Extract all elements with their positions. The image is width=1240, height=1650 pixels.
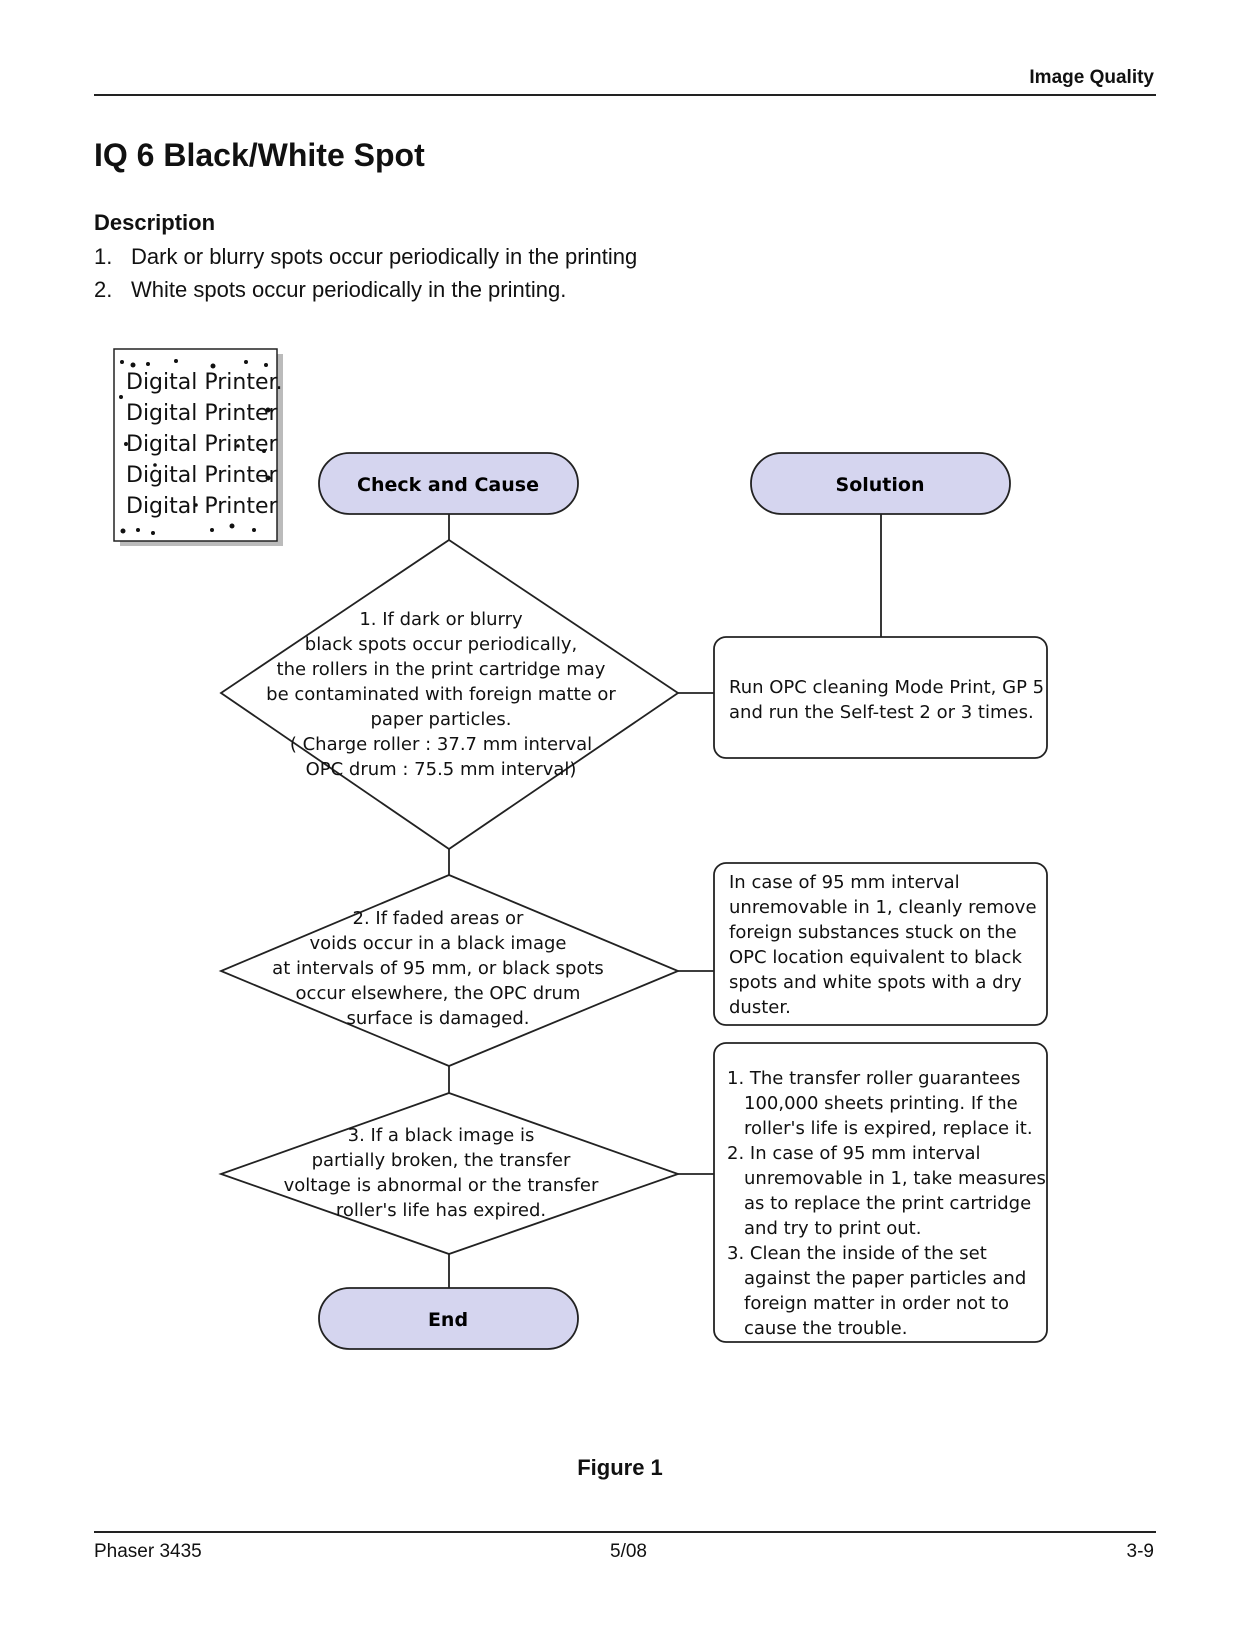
footer-date: 5/08: [610, 1541, 647, 1562]
solution-line: 1. The transfer roller guarantees: [727, 1068, 1020, 1089]
solution-line: 3. Clean the inside of the set: [727, 1243, 987, 1264]
footer-page-number: 3-9: [1126, 1541, 1154, 1562]
solution-line: spots and white spots with a dry: [729, 972, 1022, 993]
solution-box-1: Run OPC cleaning Mode Print, GP 5 and ru…: [713, 636, 1048, 759]
decision-line: 1. If dark or blurry: [359, 609, 523, 630]
decision-line: roller's life has expired.: [336, 1200, 546, 1221]
solution-box-3: 1. The transfer roller guarantees 100,00…: [713, 1042, 1048, 1343]
decision-line: surface is damaged.: [346, 1008, 529, 1029]
sample-print-image: Digital Printer. Digital Printer Digital…: [113, 348, 283, 546]
sample-line: Digital Printer: [126, 463, 278, 488]
sample-line: Digital Printer: [126, 494, 278, 519]
solution-line: In case of 95 mm interval: [729, 872, 960, 893]
end-terminal: End: [318, 1287, 579, 1350]
solution-line: against the paper particles and: [744, 1268, 1026, 1289]
header-rule: [94, 94, 1156, 96]
solution-line: and run the Self-test 2 or 3 times.: [729, 702, 1034, 723]
end-label: End: [428, 1309, 468, 1331]
sample-line: Digital Printer.: [126, 370, 283, 395]
decision-line: voids occur in a black image: [310, 933, 567, 954]
decision-line: occur elsewhere, the OPC drum: [296, 983, 581, 1004]
solution-terminal: Solution: [750, 452, 1011, 515]
solution-line: unremovable in 1, cleanly remove: [729, 897, 1037, 918]
page-title: IQ 6 Black/White Spot: [94, 137, 425, 173]
decision-line: ( Charge roller : 37.7 mm interval: [290, 734, 592, 755]
description-heading: Description: [94, 210, 216, 235]
solution-label: Solution: [836, 474, 925, 496]
decision-line: black spots occur periodically,: [305, 634, 577, 655]
solution-line: 2. In case of 95 mm interval: [727, 1143, 981, 1164]
solution-line: roller's life is expired, replace it.: [744, 1118, 1033, 1139]
decision-line: at intervals of 95 mm, or black spots: [272, 958, 604, 979]
solution-line: OPC location equivalent to black: [729, 947, 1022, 968]
decision-1: 1. If dark or blurry black spots occur p…: [219, 538, 680, 851]
decision-line: 3. If a black image is: [348, 1125, 535, 1146]
decision-2: 2. If faded areas or voids occur in a bl…: [218, 874, 681, 1067]
sample-line: Digital Printer: [126, 401, 278, 426]
check-and-cause-terminal: Check and Cause: [318, 452, 579, 515]
description-list: 1.Dark or blurry spots occur periodicall…: [94, 240, 637, 306]
solution-line: as to replace the print cartridge: [744, 1193, 1031, 1214]
footer-product: Phaser 3435: [94, 1541, 202, 1562]
decision-line: paper particles.: [370, 709, 511, 730]
solution-line: cause the trouble.: [744, 1318, 907, 1339]
figure-caption: Figure 1: [577, 1455, 663, 1480]
decision-line: voltage is abnormal or the transfer: [284, 1175, 599, 1196]
solution-line: Run OPC cleaning Mode Print, GP 5: [729, 677, 1044, 698]
decision-3: 3. If a black image is partially broken,…: [218, 1092, 681, 1255]
troubleshooting-flowchart: Digital Printer. Digital Printer Digital…: [113, 348, 1048, 1350]
list-item: 1.Dark or blurry spots occur periodicall…: [94, 244, 638, 269]
check-and-cause-label: Check and Cause: [357, 474, 539, 496]
header-section-title: Image Quality: [1029, 67, 1154, 88]
connector-lines: [448, 514, 882, 1288]
footer-rule: [94, 1531, 1156, 1533]
spot-dots: [119, 359, 271, 535]
solution-line: foreign matter in order not to: [744, 1293, 1009, 1314]
solution-line: and try to print out.: [744, 1218, 921, 1239]
decision-line: the rollers in the print cartridge may: [277, 659, 606, 680]
decision-line: OPC drum : 75.5 mm interval): [306, 759, 577, 780]
decision-line: be contaminated with foreign matte or: [266, 684, 616, 705]
sample-line: Digital Printer: [126, 432, 278, 457]
solution-line: foreign substances stuck on the: [729, 922, 1017, 943]
solution-line: unremovable in 1, take measures: [744, 1168, 1046, 1189]
solution-box-2: In case of 95 mm interval unremovable in…: [713, 862, 1048, 1026]
solution-line: duster.: [729, 997, 791, 1018]
decision-line: partially broken, the transfer: [312, 1150, 571, 1171]
list-item: 2.White spots occur periodically in the …: [94, 277, 567, 302]
sample-print-text: Digital Printer. Digital Printer Digital…: [126, 370, 283, 519]
solution-line: 100,000 sheets printing. If the: [744, 1093, 1018, 1114]
decision-line: 2. If faded areas or: [353, 908, 525, 929]
